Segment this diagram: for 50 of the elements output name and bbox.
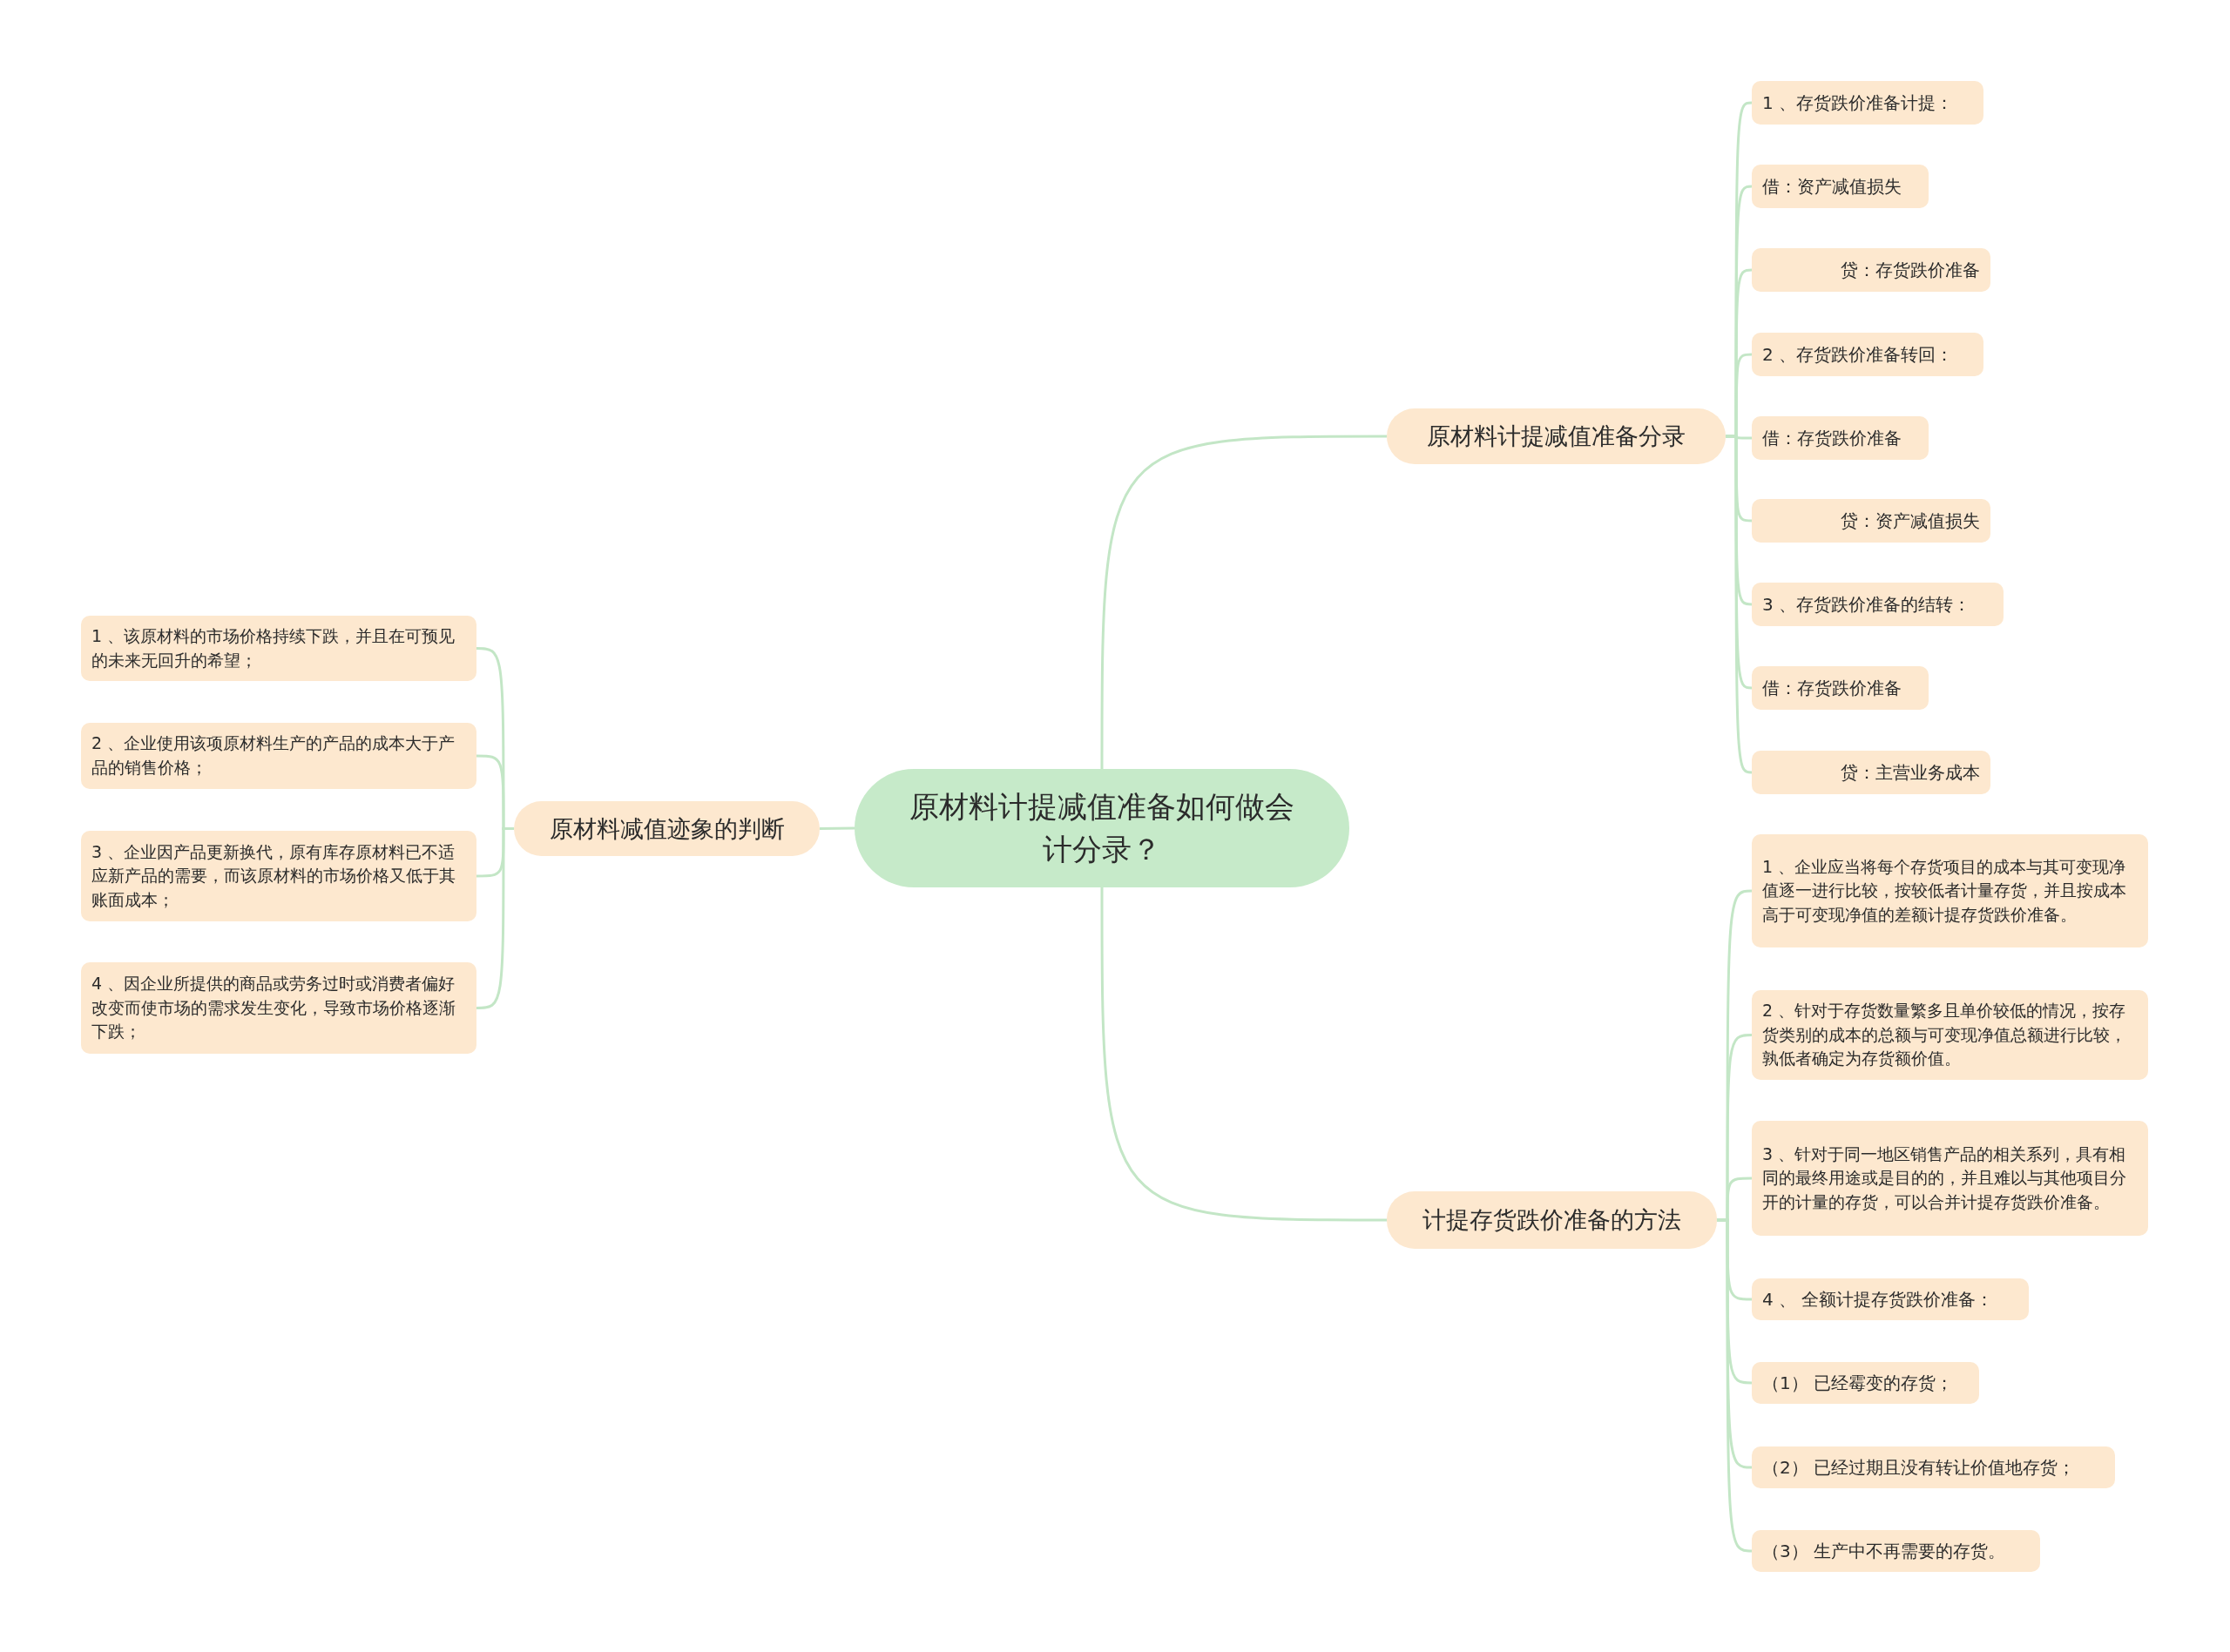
topic-text: 借：资产减值损失	[1762, 174, 1902, 199]
topic-text: 借：存货跌价准备	[1762, 426, 1902, 450]
subtopic-box	[1752, 834, 2148, 947]
topic-text: 4 、因企业所提供的商品或劳务过时或消费者偏好改变而使市场的需求发生变化，导致市场价格逐渐下跌；	[91, 973, 456, 1043]
subtopic-box	[81, 831, 476, 921]
topic-text: 计提存货跌价准备的方法	[1422, 1205, 1681, 1236]
topic-text: 4 、 全额计提存货跌价准备：	[1762, 1287, 1994, 1311]
subtopic-box	[1752, 1362, 1979, 1404]
topic-text: 1 、存货跌价准备计提：	[1762, 91, 1954, 115]
connector-line	[819, 826, 855, 830]
subtopic-box	[1752, 248, 1990, 292]
subtopic-box	[1752, 990, 2148, 1080]
topic-text: 3 、存货跌价准备的结转：	[1762, 592, 1971, 617]
subtopic-box	[1752, 1121, 2148, 1236]
subtopic-box	[1752, 499, 1990, 543]
topic-text: 1 、企业应当将每个存货项目的成本与其可变现净值逐一进行比较，按较低者计量存货，并且按成本高于可变现净值的差额计提存货跌价准备。	[1762, 855, 2127, 926]
subtopic-box	[81, 616, 476, 681]
topic-text: 借：存货跌价准备	[1762, 676, 1902, 700]
topic-text: 贷：资产减值损失	[1841, 509, 1980, 533]
topic-text: 2 、企业使用该项原材料生产的产品的成本大于产品的销售价格；	[91, 732, 456, 779]
subtopic-box	[1752, 1278, 2029, 1320]
topic-text: 3 、企业因产品更新换代，原有库存原材料已不适应新产品的需要，而该原材料的市场价格又低于其账面成本；	[91, 840, 456, 911]
topic-text: 1 、该原材料的市场价格持续下跌，并且在可预见的未来无回升的希望；	[91, 624, 456, 671]
subtopic-box	[1752, 1530, 2040, 1572]
topic-text: 2 、针对于存货数量繁多且单价较低的情况，按存货类别的成本的总额与可变现净值总额进行比较，孰低者确定为存货额价值。	[1762, 1000, 2127, 1070]
subtopic-box	[1752, 81, 1983, 125]
topic-text: 贷：存货跌价准备	[1841, 258, 1980, 282]
topic-text: （2） 已经过期且没有转让价值地存货；	[1762, 1455, 2076, 1480]
topic-text: 贷：主营业务成本	[1841, 760, 1980, 785]
connector-line	[1100, 887, 1387, 1222]
subtopic-box	[1752, 1446, 2115, 1488]
subtopic-box	[1752, 416, 1929, 460]
topic-text: （1） 已经霉变的存货；	[1762, 1371, 1954, 1395]
subtopic-box	[1752, 333, 1983, 376]
topic-text: 2 、存货跌价准备转回：	[1762, 342, 1954, 367]
topic-text: 原材料减值迹象的判断	[549, 813, 785, 844]
subtopic-box	[1752, 583, 2004, 626]
subtopic-box	[1752, 666, 1929, 710]
topic-text: 3 、针对于同一地区销售产品的相关系列，具有相同的最终用途或是目的的，并且难以与其他项目分开的计量的存货，可以合并计提存货跌价准备。	[1762, 1143, 2127, 1213]
topic-text: 原材料计提减值准备分录	[1427, 421, 1686, 452]
connector-line	[1726, 435, 1753, 774]
subtopic-box	[81, 962, 476, 1054]
subtopic-box	[1752, 751, 1990, 794]
topic-text: 原材料计提减值准备如何做会计分录？	[909, 787, 1295, 868]
topic-text: （3） 生产中不再需要的存货。	[1762, 1539, 2006, 1563]
subtopic-box	[81, 723, 476, 789]
subtopic-box	[1752, 165, 1929, 208]
connector-line	[1717, 1218, 1753, 1553]
connector-line	[1100, 435, 1387, 769]
connector-line	[476, 827, 514, 1009]
